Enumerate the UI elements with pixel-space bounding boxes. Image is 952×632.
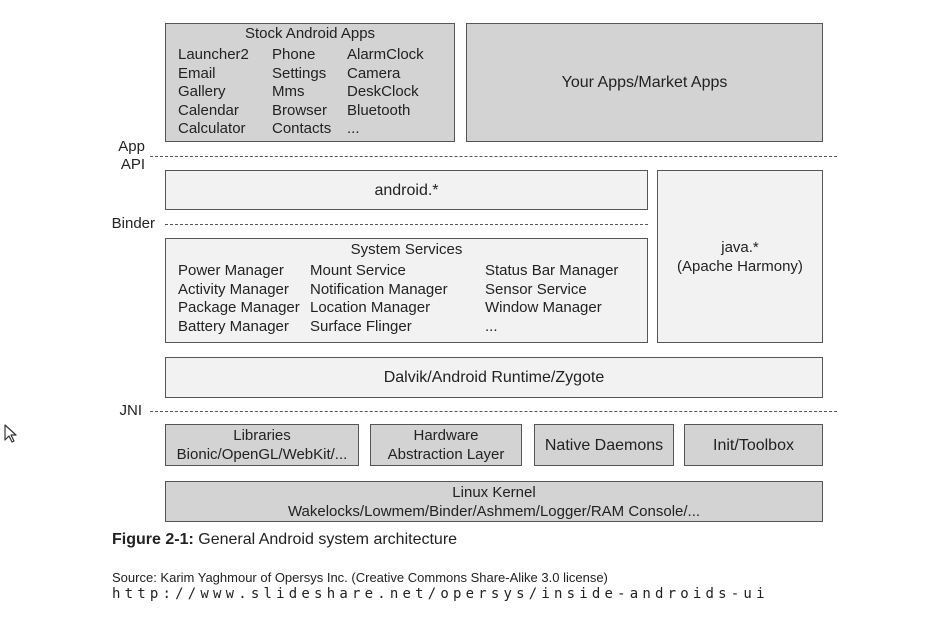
figure-text: General Android system architecture — [198, 531, 458, 548]
java-label: java.* (Apache Harmony) — [658, 238, 822, 276]
system-services-box: System Services Power Manager Activity M… — [165, 238, 648, 343]
runtime-box: Dalvik/Android Runtime/Zygote — [165, 357, 823, 398]
hal-line1: Hardware — [413, 427, 479, 444]
app-item: Browser — [272, 101, 328, 119]
runtime-label: Dalvik/Android Runtime/Zygote — [383, 369, 605, 386]
figure-caption: Figure 2-1: General Android system archi… — [112, 531, 457, 549]
mouse-cursor-icon — [4, 424, 17, 443]
source-credit: Source: Karim Yaghmour of Opersys Inc. (… — [112, 570, 608, 585]
app-item: Mms — [272, 83, 305, 101]
kernel-line1: Linux Kernel — [452, 483, 536, 501]
app-item: Bluetooth — [347, 101, 411, 119]
stock-apps-col-1: Launcher2 Email Gallery Calendar Calcula… — [178, 46, 249, 139]
service-item: Notification Manager — [310, 280, 448, 298]
app-item: Camera — [347, 64, 401, 82]
app-item: AlarmClock — [347, 46, 424, 63]
source-url[interactable]: http://www.slideshare.net/opersys/inside… — [112, 586, 769, 602]
service-item: Package Manager — [178, 299, 300, 317]
app-item: ... — [347, 120, 360, 138]
init-toolbox-box: Init/Toolbox — [684, 424, 823, 466]
app-item: Launcher2 — [178, 46, 249, 63]
app-item: Phone — [272, 46, 316, 63]
your-apps-label: Your Apps/Market Apps — [561, 74, 728, 91]
app-api-label-line2: API — [120, 156, 145, 173]
stock-apps-col-3: AlarmClock Camera DeskClock Bluetooth ..… — [347, 46, 424, 139]
binder-divider — [165, 224, 648, 225]
figure-label: Figure 2-1: — [112, 531, 194, 548]
libraries-line1: Libraries — [233, 427, 291, 444]
android-framework-label: android.* — [374, 181, 439, 199]
stock-apps-title: Stock Android Apps — [244, 25, 376, 42]
java-box: java.* (Apache Harmony) — [657, 170, 823, 343]
services-col-3: Status Bar Manager Sensor Service Window… — [485, 262, 618, 336]
java-label-line1: java.* — [721, 239, 759, 256]
app-api-divider — [150, 156, 837, 157]
app-item: DeskClock — [347, 83, 419, 101]
app-item: Calculator — [178, 120, 246, 138]
service-item: Window Manager — [485, 299, 602, 317]
services-col-2: Mount Service Notification Manager Locat… — [310, 262, 448, 336]
stock-apps-box: Stock Android Apps Launcher2 Email Galle… — [165, 23, 455, 142]
service-item: Surface Flinger — [310, 317, 412, 335]
linux-kernel-box: Linux Kernel Wakelocks/Lowmem/Binder/Ash… — [165, 481, 823, 522]
service-item: Sensor Service — [485, 280, 587, 298]
binder-label: Binder — [111, 215, 155, 232]
stock-apps-col-2: Phone Settings Mms Browser Contacts — [272, 46, 331, 139]
your-apps-box: Your Apps/Market Apps — [466, 23, 823, 142]
jni-divider — [150, 411, 837, 412]
libraries-line2: Bionic/OpenGL/WebKit/... — [176, 446, 348, 463]
native-daemons-box: Native Daemons — [534, 424, 674, 466]
service-item: ... — [485, 317, 498, 335]
libraries-box: Libraries Bionic/OpenGL/WebKit/... — [165, 424, 359, 466]
kernel-line2: Wakelocks/Lowmem/Binder/Ashmem/Logger/RA… — [287, 502, 701, 520]
system-services-title: System Services — [350, 241, 463, 258]
android-framework-box: android.* — [165, 170, 648, 210]
hal-line2: Abstraction Layer — [387, 446, 505, 463]
service-item: Status Bar Manager — [485, 262, 619, 279]
app-api-label: App API — [85, 138, 145, 174]
hal-box: Hardware Abstraction Layer — [370, 424, 522, 466]
app-item: Email — [178, 64, 216, 82]
service-item: Battery Manager — [178, 317, 289, 335]
service-item: Activity Manager — [178, 280, 289, 298]
service-item: Power Manager — [178, 262, 284, 279]
java-label-line2: (Apache Harmony) — [677, 258, 803, 275]
app-item: Calendar — [178, 101, 239, 119]
app-item: Settings — [272, 64, 327, 82]
services-col-1: Power Manager Activity Manager Package M… — [178, 262, 300, 336]
jni-label: JNI — [119, 402, 143, 419]
native-daemons-label: Native Daemons — [544, 436, 664, 454]
app-item: Gallery — [178, 83, 226, 101]
init-toolbox-label: Init/Toolbox — [713, 436, 794, 454]
service-item: Mount Service — [310, 262, 406, 279]
app-item: Contacts — [272, 120, 332, 138]
app-api-label-line1: App — [118, 138, 145, 155]
service-item: Location Manager — [310, 299, 431, 317]
